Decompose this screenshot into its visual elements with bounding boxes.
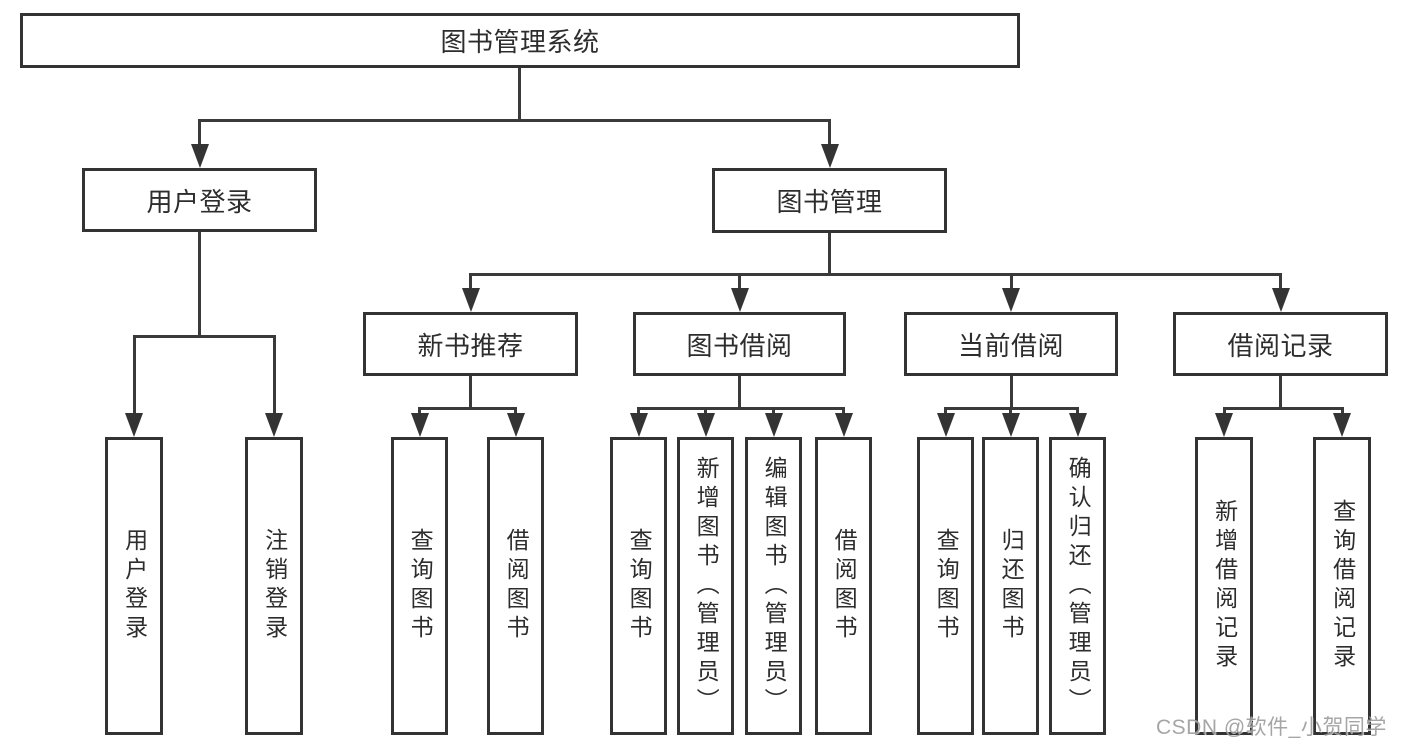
connector-line (132, 335, 136, 421)
connector-line (418, 407, 517, 410)
node-current-borrowing: 当前借阅 (904, 312, 1118, 376)
leaf-user-login-label: 用户登录 (121, 528, 148, 644)
node-library-system: 图书管理系统 (20, 13, 1020, 68)
connector-arrow-icon (696, 413, 715, 437)
connector-line (738, 273, 741, 296)
connector-line (1009, 273, 1013, 296)
leaf-user-login: 用户登录 (105, 437, 163, 735)
connector-arrow-icon (629, 413, 648, 437)
leaf-query-books-current: 查询图书 (917, 437, 974, 735)
connector-arrow-icon (265, 413, 283, 437)
connector-arrow-icon (125, 413, 143, 437)
connector-line (738, 376, 741, 410)
connector-arrow-icon (506, 413, 525, 437)
leaf-query-borrow-record: 查询借阅记录 (1313, 437, 1371, 735)
connector-line (1279, 273, 1282, 296)
connector-line (1279, 376, 1282, 410)
leaf-query-books-recommend: 查询图书 (391, 437, 448, 735)
connector-arrow-icon (1001, 413, 1020, 437)
node-user-login-label: 用户登录 (146, 186, 253, 217)
leaf-edit-book-admin: 编辑图书（管理员） (745, 437, 802, 735)
node-book-borrowing: 图书借阅 (633, 312, 846, 376)
connector-line (517, 68, 521, 122)
connector-arrow-icon (1271, 288, 1290, 312)
connector-arrow-icon (461, 288, 480, 312)
leaf-query-books-borrowing: 查询图书 (610, 437, 667, 735)
watermark: CSDN @软件_小贺同学 (1156, 716, 1387, 739)
leaf-confirm-return-admin-label: 确认归还（管理员） (1065, 455, 1092, 717)
leaf-borrow-books-borrowing-label: 借阅图书 (831, 528, 858, 644)
connector-line (1222, 407, 1344, 410)
connector-line (1009, 376, 1013, 410)
connector-arrow-icon (1068, 413, 1087, 437)
connector-line (198, 119, 201, 152)
leaf-logout-label: 注销登录 (261, 528, 288, 644)
connector-line (132, 335, 276, 338)
node-library-system-label: 图书管理系统 (440, 27, 600, 57)
connector-line (198, 232, 201, 338)
connector-arrow-icon (190, 144, 209, 168)
leaf-add-borrow-record-label: 新增借阅记录 (1211, 499, 1238, 673)
connector-arrow-icon (936, 413, 955, 437)
connector-line (469, 273, 472, 296)
connector-line (637, 407, 845, 410)
node-new-book-recommendation-label: 新书推荐 (417, 330, 524, 361)
connector-arrow-icon (1215, 413, 1233, 437)
connector-arrow-icon (1333, 413, 1351, 437)
leaf-add-book-admin: 新增图书（管理员） (677, 437, 734, 735)
leaf-edit-book-admin-label: 编辑图书（管理员） (761, 455, 788, 717)
leaf-borrow-books-borrowing: 借阅图书 (815, 437, 872, 735)
leaf-query-books-borrowing-label: 查询图书 (626, 528, 653, 644)
connector-line (828, 119, 831, 152)
leaf-return-books-label: 归还图书 (998, 528, 1025, 644)
leaf-query-books-current-label: 查询图书 (933, 528, 960, 644)
leaf-add-book-admin-label: 新增图书（管理员） (693, 455, 720, 717)
node-user-login: 用户登录 (82, 168, 317, 232)
node-book-management: 图书管理 (712, 168, 947, 233)
connector-arrow-icon (764, 413, 783, 437)
leaf-borrow-books-recommend-label: 借阅图书 (503, 528, 530, 644)
node-borrowing-records: 借阅记录 (1173, 312, 1388, 376)
leaf-query-books-recommend-label: 查询图书 (407, 528, 434, 644)
connector-line (272, 335, 276, 421)
node-book-borrowing-label: 图书借阅 (686, 330, 793, 361)
connector-line (469, 376, 472, 410)
connector-arrow-icon (1002, 288, 1020, 312)
leaf-logout: 注销登录 (245, 437, 303, 735)
connector-arrow-icon (410, 413, 429, 437)
node-current-borrowing-label: 当前借阅 (957, 330, 1064, 361)
leaf-return-books: 归还图书 (982, 437, 1039, 735)
connector-arrow-icon (820, 144, 839, 168)
leaf-confirm-return-admin: 确认归还（管理员） (1049, 437, 1106, 735)
node-new-book-recommendation: 新书推荐 (363, 312, 578, 376)
leaf-query-borrow-record-label: 查询借阅记录 (1329, 499, 1356, 673)
connector-line (469, 273, 1282, 276)
leaf-add-borrow-record: 新增借阅记录 (1195, 437, 1253, 735)
connector-line (828, 233, 831, 276)
node-book-management-label: 图书管理 (776, 187, 883, 217)
connector-arrow-icon (730, 288, 749, 312)
leaf-borrow-books-recommend: 借阅图书 (487, 437, 544, 735)
connector-line (198, 119, 831, 122)
node-borrowing-records-label: 借阅记录 (1227, 330, 1334, 361)
connector-arrow-icon (834, 413, 853, 437)
